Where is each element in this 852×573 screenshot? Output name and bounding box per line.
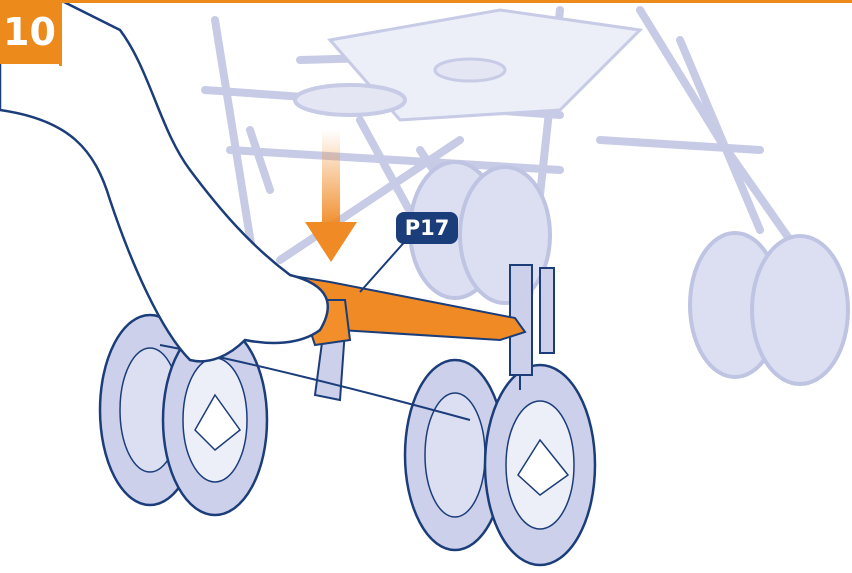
cup-holder-rear — [433, 57, 507, 83]
push-down-arrow-icon — [305, 130, 357, 262]
step-number-badge: 10 — [0, 0, 59, 64]
hand-icon — [0, 0, 329, 363]
callout-leader — [359, 237, 409, 293]
header-rule — [59, 0, 852, 3]
rear-wheels — [408, 160, 850, 386]
part-callout-label: P17 — [396, 212, 458, 244]
front-wheel-left — [98, 313, 269, 517]
header-rule-vertical — [59, 0, 62, 66]
front-wheel-right — [403, 358, 597, 567]
cup-holder — [293, 83, 407, 117]
front-post-right-lock — [539, 267, 555, 354]
